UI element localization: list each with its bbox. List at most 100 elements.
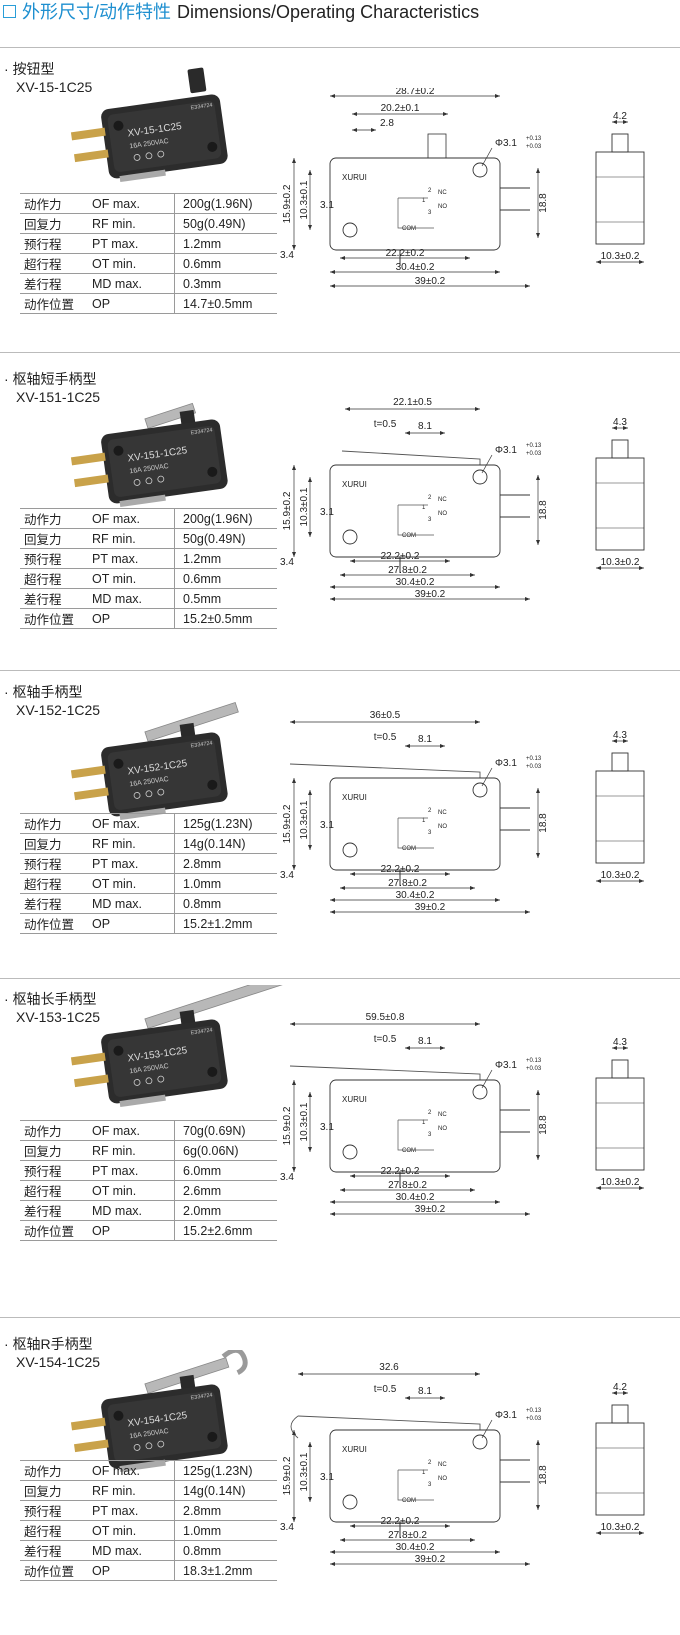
dim-h1-text: 15.9±0.2	[282, 804, 293, 843]
dim-top3-arrow-r	[440, 1046, 445, 1050]
dim-b4-text: 39±0.2	[415, 902, 446, 913]
side-top-dim-arrow-r	[623, 739, 628, 743]
dim-r2-text: 3.4	[280, 1522, 294, 1533]
side-bottom-dim-arrow-r	[639, 1531, 644, 1535]
dim-r2-text: 3.4	[280, 870, 294, 881]
dim-b4-arrow-r	[525, 1212, 530, 1216]
body-print-cert: E334724	[190, 740, 213, 749]
spec-value: 0.8mm	[174, 893, 277, 914]
dim-b1-arrow-l	[350, 1174, 355, 1178]
mount-hole-bottom	[207, 779, 218, 790]
spec-code: OT min.	[88, 873, 175, 894]
pin1-label: 1	[422, 818, 426, 824]
hole-top	[472, 469, 488, 485]
spec-code: OP	[88, 913, 175, 934]
spec-name: 动作力	[20, 193, 88, 214]
spec-code: OF max.	[88, 1120, 175, 1141]
spec-value: 14g(0.14N)	[174, 833, 277, 854]
dim-top3-arrow-r	[440, 1396, 445, 1400]
side-bottom-text: 10.3±0.2	[601, 1177, 640, 1188]
dim-h3-arrow-b	[536, 233, 540, 238]
spec-value: 2.8mm	[174, 853, 277, 874]
tol-minus-text: +0.03	[526, 1066, 542, 1072]
tol-plus-text: +0.13	[526, 136, 542, 142]
spec-name: 动作力	[20, 508, 88, 529]
product-type: 枢轴R手柄型	[12, 1336, 93, 1352]
spec-code: OF max.	[88, 193, 175, 214]
terminal-top	[70, 765, 106, 779]
product-type: 枢轴长手柄型	[12, 991, 97, 1007]
housing-face	[107, 425, 222, 497]
terminal-top	[70, 1052, 106, 1066]
side-top-dim-arrow-l	[612, 426, 617, 430]
spec-value: 70g(0.69N)	[174, 1120, 277, 1141]
side-bottom-dim-arrow-l	[596, 566, 601, 570]
spec-code: OT min.	[88, 1180, 175, 1201]
spec-value: 14g(0.14N)	[174, 1480, 277, 1501]
spec-code: RF min.	[88, 213, 175, 234]
spec-code: MD max.	[88, 1200, 175, 1221]
spec-value: 0.6mm	[174, 253, 277, 274]
dim-b1-arrow-r	[445, 872, 450, 876]
side-bottom-dim-arrow-r	[639, 879, 644, 883]
com-label: COM	[402, 226, 416, 232]
dim-b3-arrow-r	[495, 898, 500, 902]
housing-face	[107, 100, 222, 172]
dim-b2-text: 27.8±0.2	[388, 878, 427, 889]
dim-h2-arrow-b	[308, 1497, 312, 1502]
dim-h1-arrow-b	[292, 1517, 296, 1522]
dim-b4-text: 39±0.2	[415, 1554, 446, 1565]
dim-b4-arrow-r	[525, 597, 530, 601]
dim-b2-arrow-r	[495, 270, 500, 274]
spec-name: 超行程	[20, 873, 88, 894]
terminal-bottom	[73, 1439, 109, 1453]
dim-b1-text: 22.2±0.2	[381, 864, 420, 875]
button-plunger	[187, 67, 207, 94]
spec-name: 超行程	[20, 1520, 88, 1541]
spec-name: 回复力	[20, 1480, 88, 1501]
dim-b2-arrow-r	[470, 573, 475, 577]
mount-hole-top	[113, 120, 124, 131]
pin2-label: 2	[428, 1110, 432, 1116]
hole-diameter-text: Φ3.1	[495, 758, 517, 769]
dim-b4-arrow-r	[525, 1562, 530, 1566]
com-label: COM	[402, 1498, 416, 1504]
spec-value: 1.0mm	[174, 873, 277, 894]
ul-mark-icon	[157, 1440, 165, 1448]
side-plunger	[611, 752, 629, 772]
spec-value: 15.2±1.2mm	[174, 913, 277, 934]
ul-mark-icon	[157, 1075, 165, 1083]
dimension-drawing: 28.7±0.220.2±0.12.8Φ3.1+0.13+0.03NCNOCOM…	[280, 88, 549, 288]
body-outline	[329, 777, 501, 871]
mount-hole-top	[113, 1410, 124, 1421]
product-type-label: · 枢轴R手柄型	[4, 1336, 93, 1352]
side-body	[595, 151, 645, 245]
dim-r1-text: 3.1	[320, 200, 334, 211]
spec-code: MD max.	[88, 588, 175, 609]
terminal-lower	[119, 1094, 166, 1108]
dim-top2-arrow-r	[443, 112, 448, 116]
terminal-top	[70, 452, 106, 466]
spec-name: 超行程	[20, 253, 88, 274]
spec-code: OF max.	[88, 508, 175, 529]
dim-r1-text: 3.1	[320, 1122, 334, 1133]
spec-value: 2.8mm	[174, 1500, 277, 1521]
pin2-label: 2	[428, 1460, 432, 1466]
tol-minus-text: +0.03	[526, 1416, 542, 1422]
dim-b1-text: 22.2±0.2	[381, 1166, 420, 1177]
checkbox-square-icon	[3, 5, 16, 18]
spec-name: 预行程	[20, 233, 88, 254]
cqc-mark-icon	[145, 477, 153, 485]
